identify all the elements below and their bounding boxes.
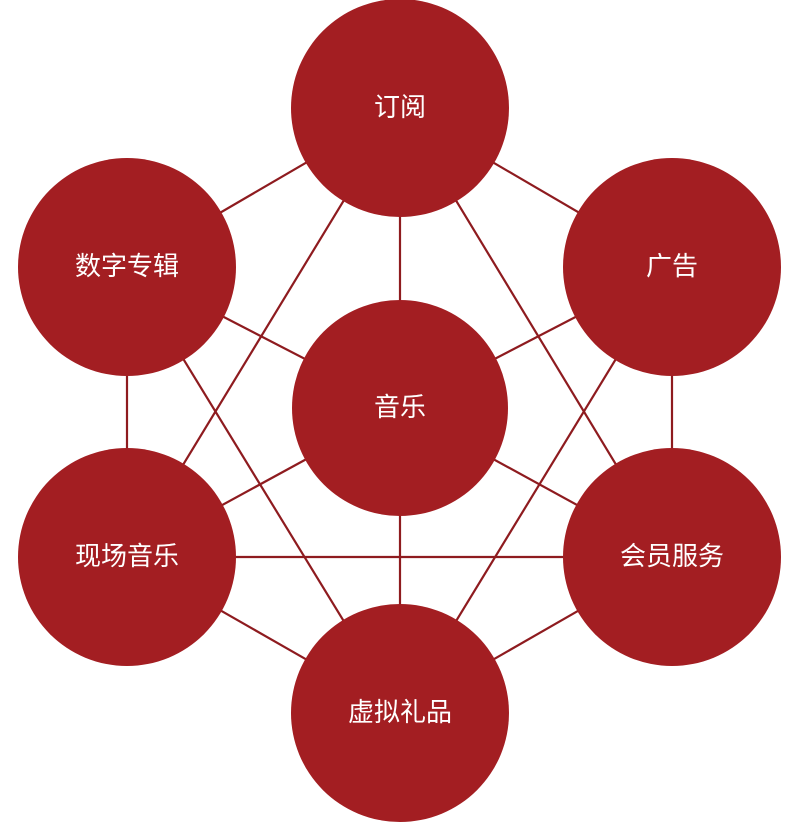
node-circle — [563, 448, 781, 666]
node-label: 虚拟礼品 — [348, 698, 452, 728]
node-digital-album: 数字专辑 — [18, 158, 236, 376]
node-circle — [18, 158, 236, 376]
node-circle — [18, 448, 236, 666]
node-label: 会员服务 — [620, 542, 724, 572]
node-label: 订阅 — [374, 93, 426, 123]
node-ads: 广告 — [563, 158, 781, 376]
node-label: 数字专辑 — [75, 252, 179, 282]
node-circle — [563, 158, 781, 376]
node-circle — [291, 0, 509, 217]
node-label: 广告 — [646, 252, 698, 282]
node-music: 音乐 — [292, 300, 508, 516]
node-label: 音乐 — [374, 393, 426, 423]
node-live-music: 现场音乐 — [18, 448, 236, 666]
node-virtual-gifts: 虚拟礼品 — [291, 604, 509, 822]
node-subscription: 订阅 — [291, 0, 509, 217]
node-circle — [291, 604, 509, 822]
node-membership: 会员服务 — [563, 448, 781, 666]
node-circle — [292, 300, 508, 516]
node-label: 现场音乐 — [75, 542, 179, 572]
